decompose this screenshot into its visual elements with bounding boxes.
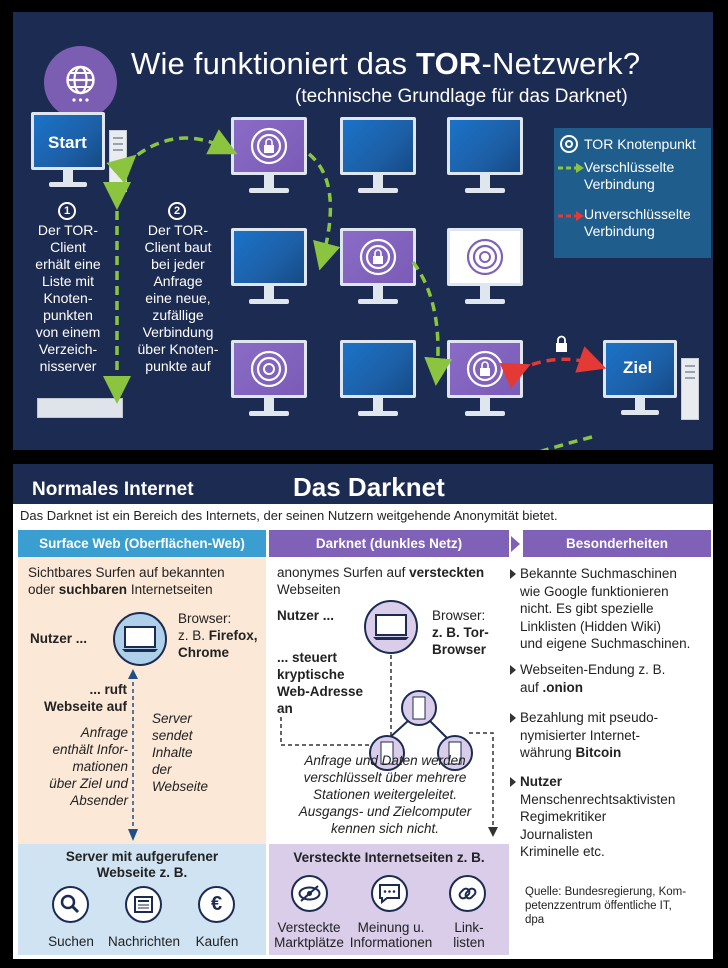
darknet-panel: Normales Internet Das Darknet Das Darkne… — [13, 464, 713, 959]
special-bullet-1: Bekannte Suchmaschinen wie Google funkti… — [510, 565, 710, 653]
tor-network-panel: Wie funktioniert das TOR-Netzwerk? (tech… — [13, 12, 713, 450]
connection-arrows — [103, 129, 607, 450]
darknet-route — [280, 655, 498, 837]
red-arrow-icon — [558, 211, 584, 221]
tor-node-computer — [340, 228, 416, 318]
special-bullet-3: Bezahlung mit pseudo- nymisierter Intern… — [510, 709, 710, 762]
surface-arrows — [128, 669, 138, 841]
green-arrow-icon — [558, 163, 584, 173]
icon-label-search: Suchen — [48, 934, 94, 949]
directory-server — [37, 398, 123, 418]
surface-web-header: Surface Web (Oberflächen-Web) — [18, 530, 266, 557]
tor-node-icon — [560, 135, 578, 153]
page-title: Wie funktioniert das TOR-Netzwerk? — [131, 46, 641, 81]
network-computer — [340, 117, 416, 207]
eye-slash-icon — [291, 875, 328, 912]
tor-node-icon — [250, 350, 288, 388]
header-band — [13, 464, 713, 504]
darknet-header: Darknet (dunkles Netz) — [269, 530, 509, 557]
intro-text: Das Darknet ist ein Bereich des Internet… — [20, 508, 558, 523]
start-label: Start — [48, 133, 87, 152]
icon-label-opinion: Meinung u.Informationen — [349, 920, 433, 950]
network-computer — [231, 228, 307, 318]
icon-label-news: Nachrichten — [107, 934, 181, 949]
chat-bubble-icon — [371, 875, 408, 912]
search-icon — [52, 886, 89, 923]
surface-user: Nutzer ... — [30, 631, 88, 646]
darknet-browser: Browser:z. B. Tor-Browser — [432, 608, 489, 657]
globe-icon — [44, 46, 117, 119]
special-header: Besonderheiten — [523, 530, 711, 557]
network-computer — [340, 340, 416, 430]
network-computer — [447, 117, 523, 207]
start-computer: Start — [31, 112, 141, 202]
normal-internet-title: Normales Internet — [32, 479, 194, 500]
step-2-number: 2 — [168, 202, 186, 220]
lock-icon — [556, 335, 567, 352]
icon-label-links: Link-listen — [453, 920, 485, 950]
surface-browser: Browser:z. B. Firefox,Chrome — [178, 611, 258, 660]
tor-node-computer — [231, 117, 307, 207]
hidden-sites-box: Versteckte Internetseiten z. B. Versteck… — [269, 844, 509, 955]
page-subtitle: (technische Grundlage für das Darknet) — [295, 86, 628, 107]
link-icon — [449, 875, 486, 912]
step-1-number: 1 — [58, 202, 76, 220]
laptop-icon — [364, 600, 418, 654]
darknet-box-title: Versteckte Internetseiten z. B. — [293, 850, 485, 865]
euro-icon: € — [198, 886, 235, 923]
source-note: Quelle: Bundesregierung, Kom-petenzzentr… — [525, 886, 687, 926]
tor-node-icon — [466, 238, 504, 276]
darknet-title: Das Darknet — [293, 472, 445, 502]
special-bullet-2: Webseiten-Endung z. B. auf .onion — [510, 661, 710, 696]
tor-node-computer — [447, 228, 523, 318]
arrow-tab-icon — [511, 536, 520, 552]
laptop-icon — [113, 612, 167, 666]
legend-node: TOR Knotenpunkt — [584, 136, 696, 152]
tor-node-icon — [359, 238, 397, 276]
icon-label-buy: Kaufen — [195, 934, 239, 949]
target-label: Ziel — [623, 358, 653, 377]
darknet-user: Nutzer ... — [277, 608, 335, 623]
special-bullet-4: Nutzer Menschenrechtsaktivisten Regimekr… — [510, 773, 710, 861]
newspaper-icon — [125, 886, 162, 923]
tor-node-icon — [250, 127, 288, 165]
tor-node-computer — [231, 340, 307, 430]
